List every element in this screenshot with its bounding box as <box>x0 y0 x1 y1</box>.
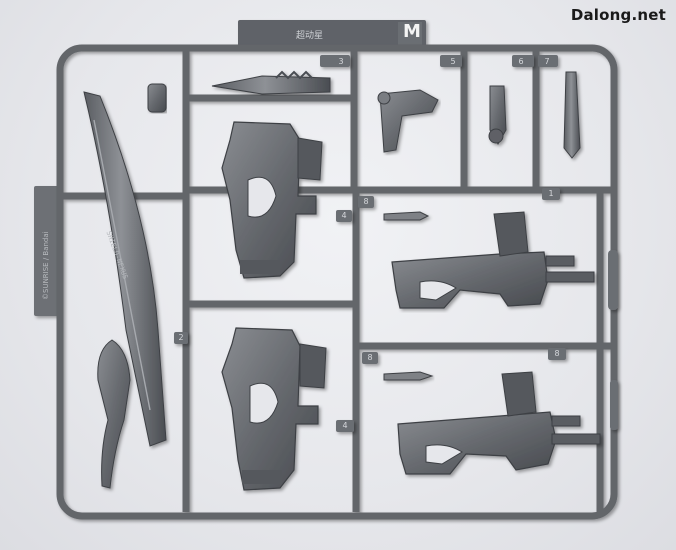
pin-parts <box>488 71 581 159</box>
gate-number: 7 <box>544 57 550 66</box>
gate-number: 6 <box>518 57 524 66</box>
runner-side-tab <box>34 186 62 316</box>
gate-number: 8 <box>367 353 373 362</box>
articulated-arm-part <box>377 89 439 153</box>
gate-number: 2 <box>178 333 184 342</box>
gate-number: 5 <box>450 57 456 66</box>
gate-number: 4 <box>342 421 348 430</box>
runner-top-tab <box>238 20 426 50</box>
runner-tab-kanji: 超动星 <box>296 31 324 41</box>
gate-number: 8 <box>554 349 560 358</box>
bullpup-rifle-lower <box>221 327 327 491</box>
horizontal-rifle-upper <box>391 211 595 309</box>
bullet-parts <box>383 211 434 381</box>
horizontal-rifle-lower <box>397 371 601 475</box>
curved-sword <box>83 91 167 489</box>
combat-knife <box>211 70 331 95</box>
site-watermark: Dalong.net <box>570 6 666 24</box>
gate-number: 1 <box>548 189 554 198</box>
gate-number: 4 <box>341 211 347 220</box>
bullpup-rifle-upper <box>221 121 323 279</box>
runner-frame <box>56 44 618 520</box>
gate-number: 8 <box>363 197 369 206</box>
side-tab-text: ©SUNRISE / Bandai <box>42 231 50 300</box>
runner-tab-letter: M <box>403 21 421 42</box>
gate-number: 3 <box>338 57 344 66</box>
runner-gates <box>174 55 618 432</box>
grip-part-small <box>147 83 167 113</box>
